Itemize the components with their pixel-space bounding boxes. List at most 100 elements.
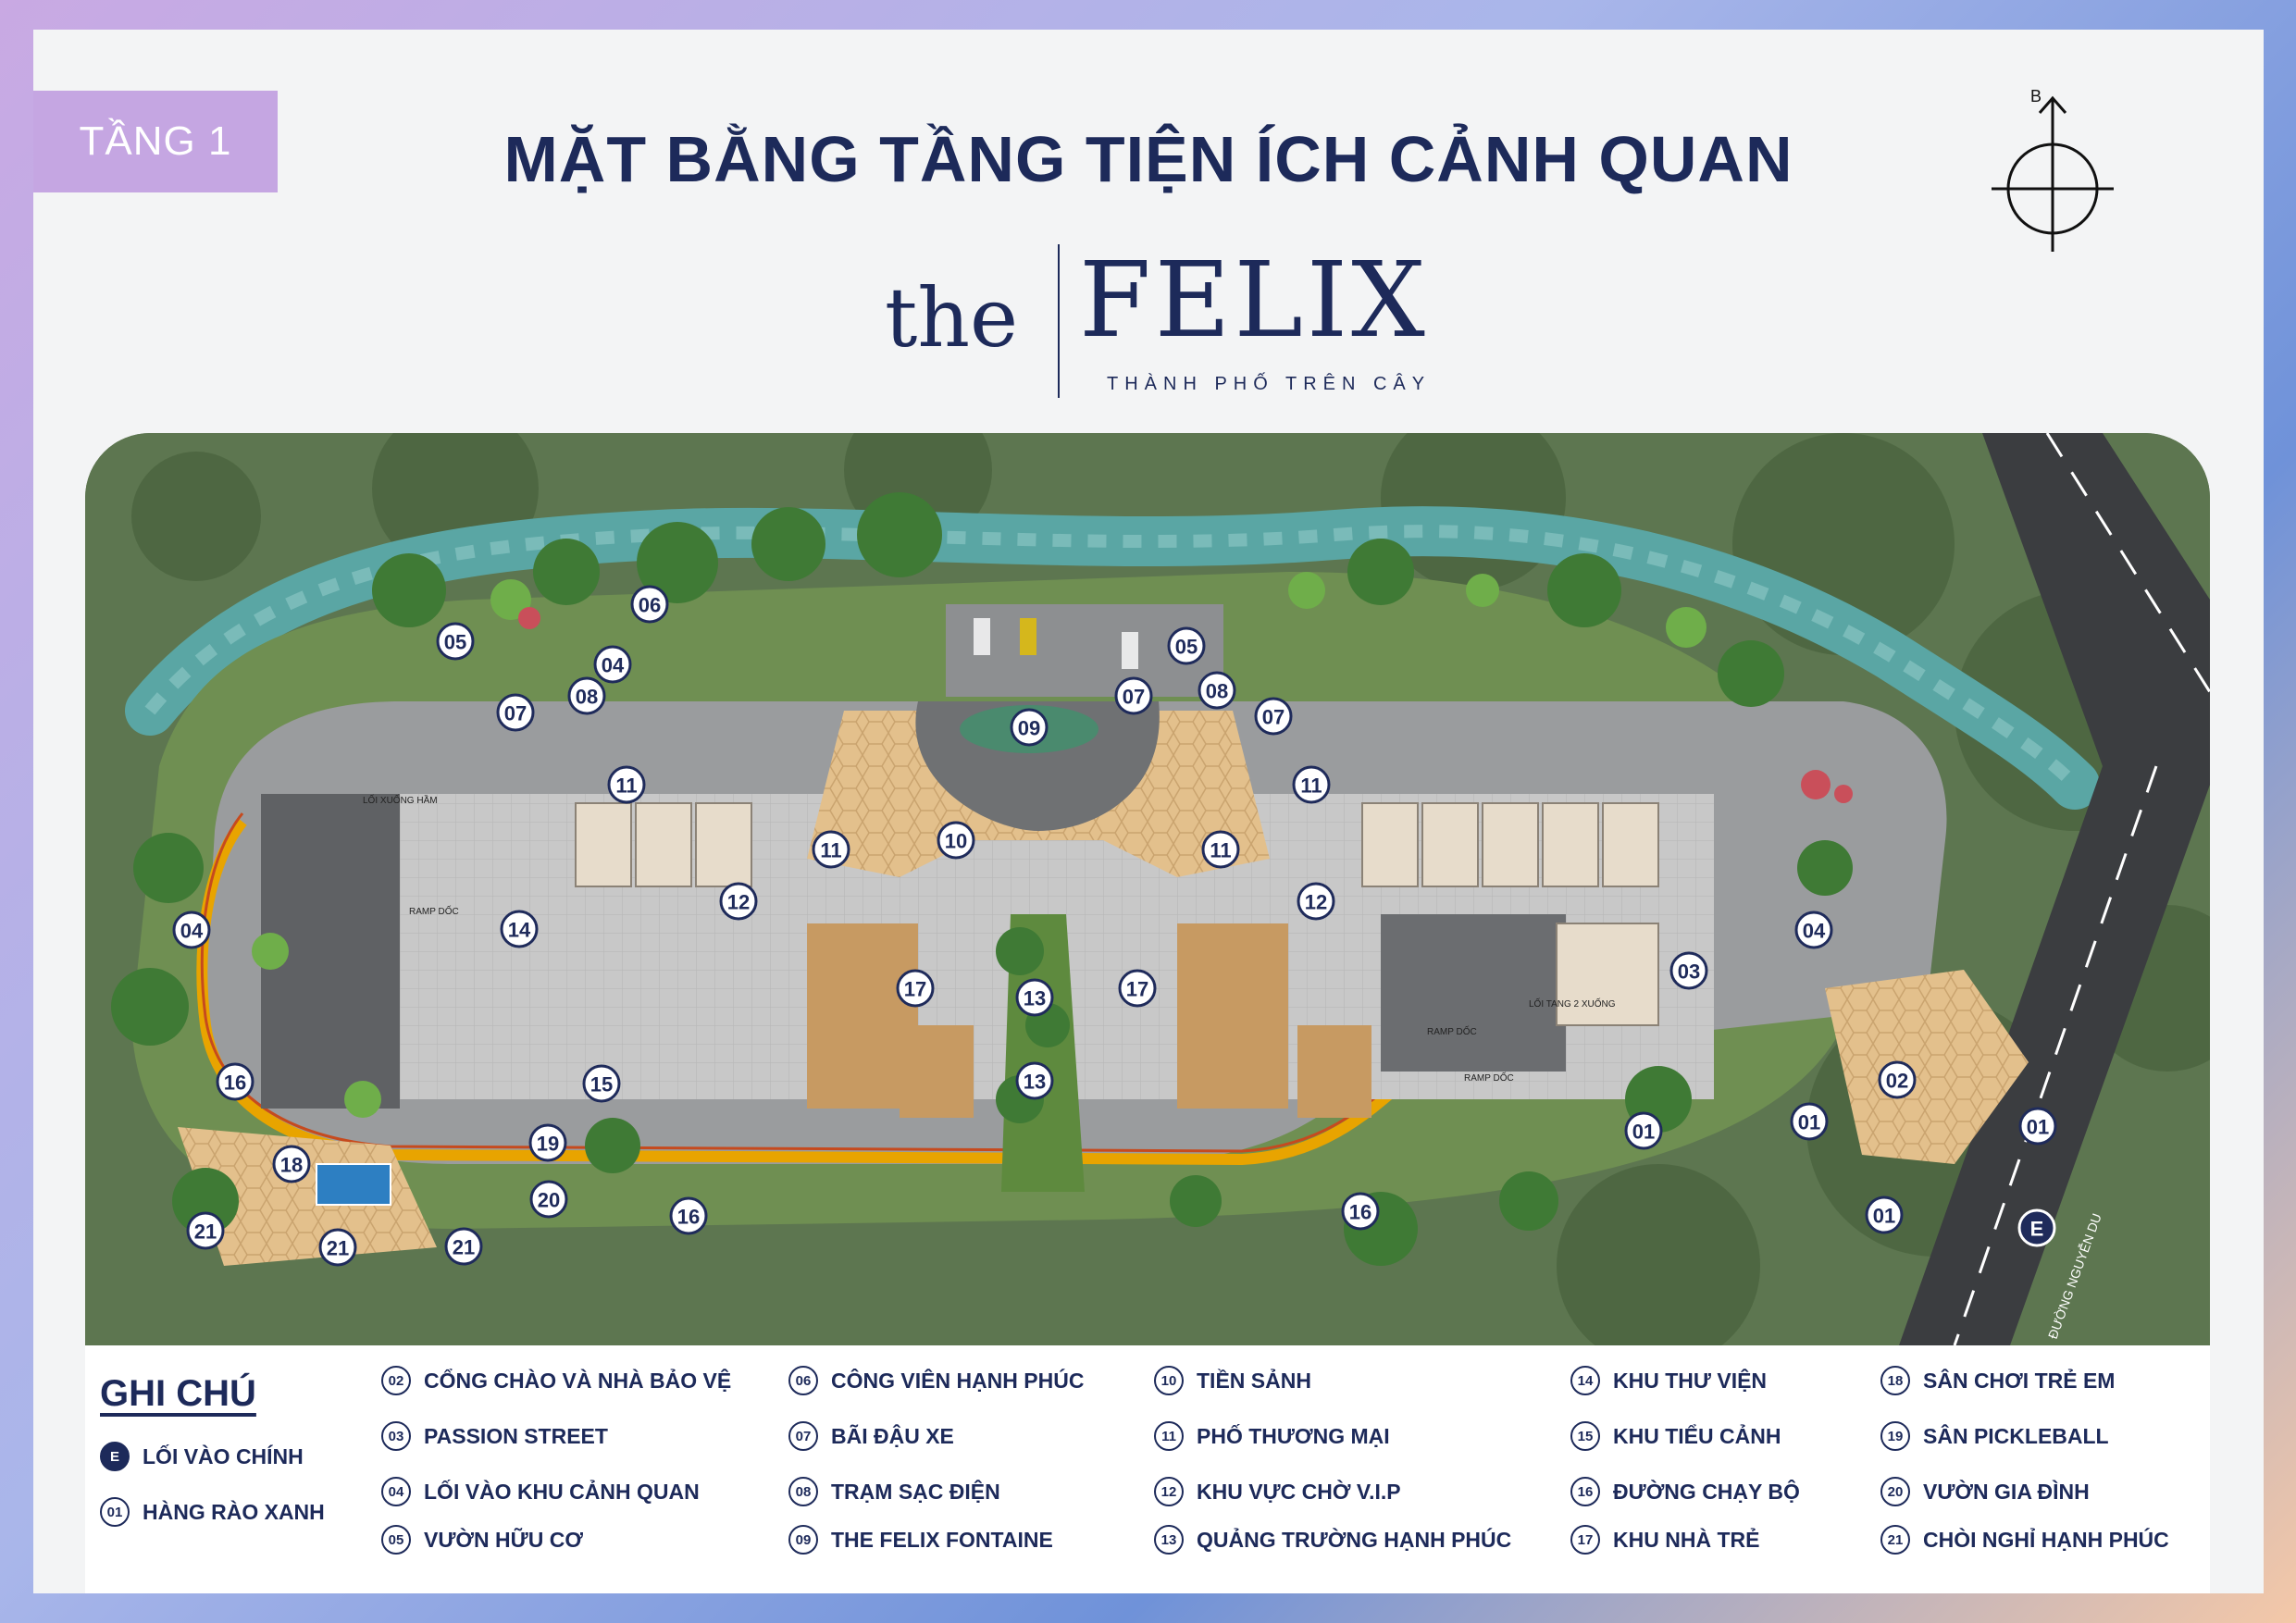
legend-badge: 19 (1880, 1421, 1910, 1451)
legend-label: KHU VỰC CHỜ V.I.P (1197, 1479, 1401, 1504)
map-marker-label: 01 (1873, 1205, 1895, 1228)
map-marker-label: 21 (327, 1237, 349, 1260)
legend-label: KHU TIỂU CẢNH (1613, 1423, 1781, 1448)
legend-label: LỐI VÀO CHÍNH (143, 1443, 304, 1468)
legend-label: SÂN CHƠI TRẺ EM (1923, 1368, 2116, 1393)
map-marker-label: 19 (537, 1133, 559, 1156)
map-marker-20: 20 (529, 1180, 568, 1219)
map-marker-label: 06 (639, 594, 661, 617)
legend-label: QUẢNG TRƯỜNG HẠNH PHÚC (1197, 1527, 1512, 1552)
legend-label: VƯỜN GIA ĐÌNH (1923, 1479, 2090, 1504)
map-marker-11: 11 (812, 830, 850, 869)
map-marker-label: 20 (538, 1189, 560, 1212)
map-marker-06: 06 (630, 585, 669, 624)
label-ramp-2: RAMP DỐC (1427, 1024, 1477, 1037)
family-garden-paving (178, 1127, 437, 1266)
map-marker-label: 04 (180, 920, 204, 943)
site-plan-map: LỐI XUỐNG HẦM RAMP DỐC RAMP DỐC LỐI TANG… (85, 433, 2210, 1345)
legend-label: THE FELIX FONTAINE (831, 1527, 1053, 1552)
legend-label: PASSION STREET (424, 1423, 608, 1448)
legend-badge: 05 (381, 1525, 411, 1555)
legend-label: CÔNG VIÊN HẠNH PHÚC (831, 1368, 1085, 1393)
map-marker-label: 01 (1798, 1111, 1820, 1134)
map-marker-08: 08 (1198, 671, 1236, 710)
legend-item-03: 03 PASSION STREET (381, 1418, 608, 1455)
legend-badge: 02 (381, 1366, 411, 1395)
map-marker-label: 12 (727, 891, 750, 914)
label-ramp-3: RAMP DỐC (1464, 1071, 1514, 1084)
map-marker-label: 17 (904, 978, 926, 1001)
legend-item-13: 13 QUẢNG TRƯỜNG HẠNH PHÚC (1154, 1521, 1511, 1558)
map-marker-main-entrance: E (2017, 1208, 2056, 1247)
map-marker-label: 05 (444, 631, 466, 654)
map-marker-label: E (2030, 1218, 2044, 1241)
map-marker-label: 13 (1024, 1071, 1046, 1094)
map-marker-11: 11 (1292, 765, 1331, 804)
legend-label: VƯỜN HỮU CƠ (424, 1527, 583, 1552)
legend-badge: 18 (1880, 1366, 1910, 1395)
map-marker-label: 16 (677, 1206, 700, 1229)
map-marker-11: 11 (607, 765, 646, 804)
map-marker-01: 01 (2018, 1107, 2057, 1146)
map-marker-label: 15 (590, 1073, 613, 1096)
label-ltx: LỐI TANG 2 XUỐNG (1529, 997, 1616, 1010)
floor-tag: TẦNG 1 (33, 91, 278, 192)
legend-label: HÀNG RÀO XANH (143, 1499, 325, 1524)
label-ramp-1: RAMP DỐC (409, 904, 459, 917)
map-marker-13: 13 (1015, 1061, 1054, 1100)
legend-item-01: 01 HÀNG RÀO XANH (100, 1493, 325, 1530)
gate-plaza (1825, 970, 2029, 1164)
map-marker-label: 07 (504, 702, 527, 725)
map-marker-label: 01 (2027, 1116, 2049, 1139)
legend-badge: 04 (381, 1477, 411, 1506)
legend-badge: 13 (1154, 1525, 1184, 1555)
map-marker-label: 12 (1305, 891, 1327, 914)
map-marker-16: 16 (216, 1062, 254, 1101)
map-marker-09: 09 (1010, 708, 1049, 747)
map-marker-label: 09 (1018, 717, 1040, 740)
map-marker-label: 08 (1206, 680, 1228, 703)
legend-item-e: E LỐI VÀO CHÍNH (100, 1438, 304, 1475)
legend-badge: 03 (381, 1421, 411, 1451)
brand-logo: the FELIX THÀNH PHỐ TRÊN CÂY (885, 215, 1458, 400)
map-marker-15: 15 (582, 1064, 621, 1103)
map-marker-label: 21 (453, 1236, 475, 1259)
map-marker-label: 11 (1210, 839, 1231, 862)
map-marker-07: 07 (1254, 697, 1293, 736)
legend-label: ĐƯỜNG CHẠY BỘ (1613, 1479, 1800, 1504)
map-marker-05: 05 (1167, 626, 1206, 665)
map-marker-02: 02 (1878, 1060, 1917, 1099)
compass-north-icon: B (1992, 87, 2114, 252)
map-marker-label: 08 (576, 686, 598, 709)
map-marker-label: 13 (1024, 987, 1046, 1010)
map-marker-07: 07 (496, 693, 535, 732)
map-marker-label: 10 (945, 830, 967, 853)
legend-badge: 01 (100, 1497, 130, 1527)
legend-badge: E (100, 1442, 130, 1471)
map-marker-11: 11 (1201, 830, 1240, 869)
map-marker-label: 07 (1262, 706, 1285, 729)
map-marker-label: 16 (1349, 1201, 1371, 1224)
map-marker-01: 01 (1624, 1111, 1663, 1150)
map-marker-10: 10 (937, 821, 975, 860)
map-marker-label: 14 (508, 919, 531, 942)
site-plan-svg: LỐI XUỐNG HẦM RAMP DỐC RAMP DỐC LỐI TANG… (85, 433, 2210, 1345)
map-marker-label: 04 (1803, 920, 1826, 943)
map-marker-21: 21 (186, 1211, 225, 1250)
map-marker-label: 18 (280, 1154, 303, 1177)
map-marker-13: 13 (1015, 978, 1054, 1017)
map-marker-label: 04 (602, 654, 625, 677)
map-marker-01: 01 (1865, 1196, 1904, 1234)
legend-label: TRẠM SẠC ĐIỆN (831, 1479, 1000, 1504)
logo-the: the (885, 270, 1019, 365)
legend-badge: 12 (1154, 1477, 1184, 1506)
map-marker-04: 04 (172, 911, 211, 949)
map-marker-21: 21 (444, 1227, 483, 1266)
map-marker-05: 05 (436, 622, 475, 661)
legend-item-18: 18 SÂN CHƠI TRẺ EM (1880, 1362, 2115, 1399)
map-marker-label: 17 (1126, 978, 1148, 1001)
